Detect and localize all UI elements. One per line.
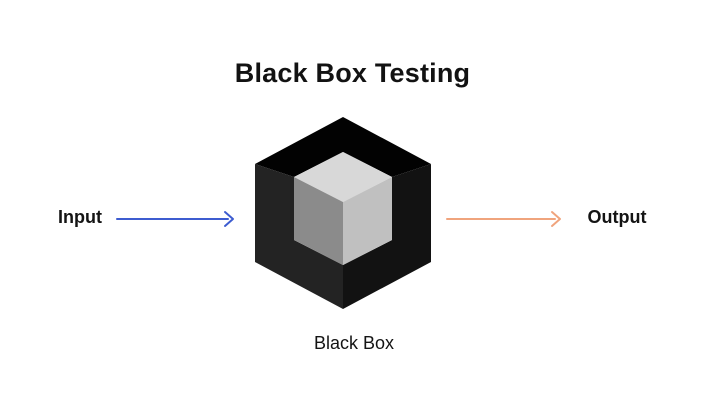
black-box-cavity-face bbox=[255, 117, 431, 177]
input-arrow-icon bbox=[116, 211, 234, 227]
black-box-left-face bbox=[255, 164, 343, 309]
input-arrowhead bbox=[224, 211, 234, 227]
input-label: Input bbox=[58, 207, 102, 227]
inner-cube-right-face bbox=[343, 177, 392, 265]
inner-cube-left-face bbox=[294, 177, 343, 265]
output-arrow-icon bbox=[446, 211, 561, 227]
black-box-right-face bbox=[343, 164, 431, 309]
page-title: Black Box Testing bbox=[234, 58, 471, 88]
black-box-cube-illustration bbox=[255, 117, 431, 309]
output-label: Output bbox=[587, 207, 647, 227]
output-arrowhead bbox=[551, 211, 561, 227]
black-box-caption: Black Box bbox=[313, 333, 395, 353]
